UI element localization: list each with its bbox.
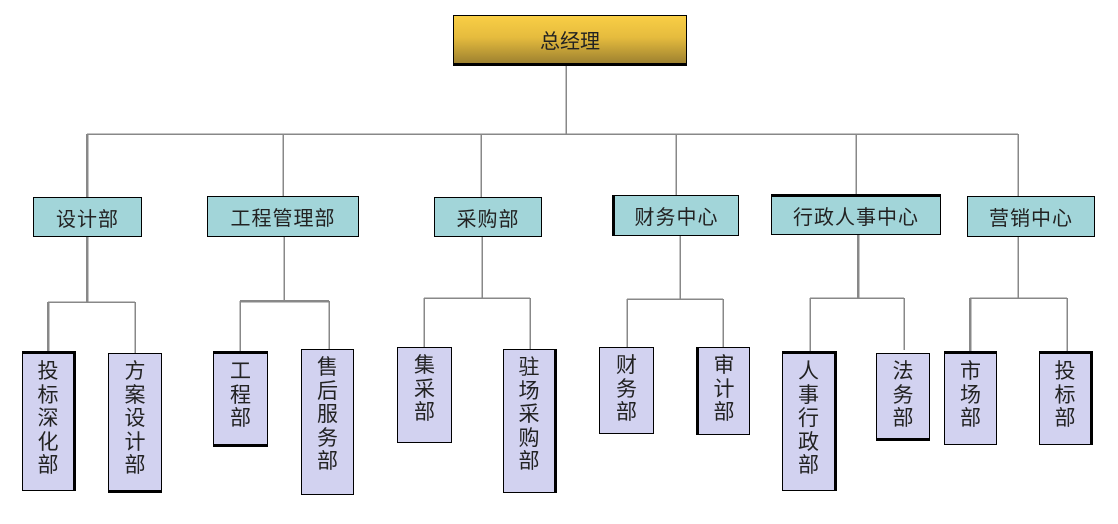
sub-unit-node: 财务部 — [599, 347, 654, 434]
department-node: 工程管理部 — [207, 196, 359, 237]
sub-unit-node: 方案设计部 — [108, 353, 162, 493]
department-node: 采购部 — [434, 197, 542, 237]
root-node-label: 总经理 — [540, 29, 600, 53]
sub-unit-label: 法务部 — [892, 359, 914, 430]
department-node: 营销中心 — [967, 196, 1095, 237]
sub-unit-node: 投标部 — [1039, 351, 1093, 445]
sub-unit-label: 投标部 — [1054, 359, 1076, 430]
sub-unit-label: 财务部 — [616, 353, 637, 424]
sub-unit-node: 人事行政部 — [782, 351, 837, 491]
sub-unit-label: 集采部 — [414, 353, 435, 424]
sub-unit-node: 驻场采购部 — [503, 349, 557, 493]
sub-unit-label: 工程部 — [230, 359, 251, 430]
department-label: 工程管理部 — [230, 206, 336, 230]
sub-unit-node: 市场部 — [944, 351, 997, 445]
department-label: 采购部 — [456, 206, 520, 231]
department-node: 财务中心 — [612, 195, 739, 236]
sub-unit-label: 售后服务部 — [317, 355, 338, 473]
department-label: 营销中心 — [989, 206, 1073, 230]
department-node: 设计部 — [33, 197, 142, 237]
sub-unit-node: 售后服务部 — [301, 349, 354, 495]
department-label: 设计部 — [56, 206, 119, 231]
sub-unit-label: 人事行政部 — [798, 359, 819, 477]
sub-unit-label: 市场部 — [960, 359, 981, 430]
sub-unit-label: 驻场采购部 — [518, 355, 540, 473]
sub-unit-label: 审计部 — [713, 353, 735, 424]
sub-unit-node: 审计部 — [696, 347, 750, 435]
sub-unit-node: 法务部 — [876, 353, 930, 441]
department-label: 行政人事中心 — [793, 205, 919, 229]
department-node: 行政人事中心 — [771, 194, 941, 235]
root-node-general-manager: 总经理 — [453, 15, 687, 66]
sub-unit-node: 工程部 — [213, 351, 268, 447]
department-label: 财务中心 — [634, 205, 719, 229]
sub-unit-node: 投标深化部 — [22, 351, 76, 491]
sub-unit-label: 投标深化部 — [37, 359, 59, 477]
sub-unit-node: 集采部 — [397, 347, 452, 443]
sub-unit-label: 方案设计部 — [124, 359, 146, 477]
